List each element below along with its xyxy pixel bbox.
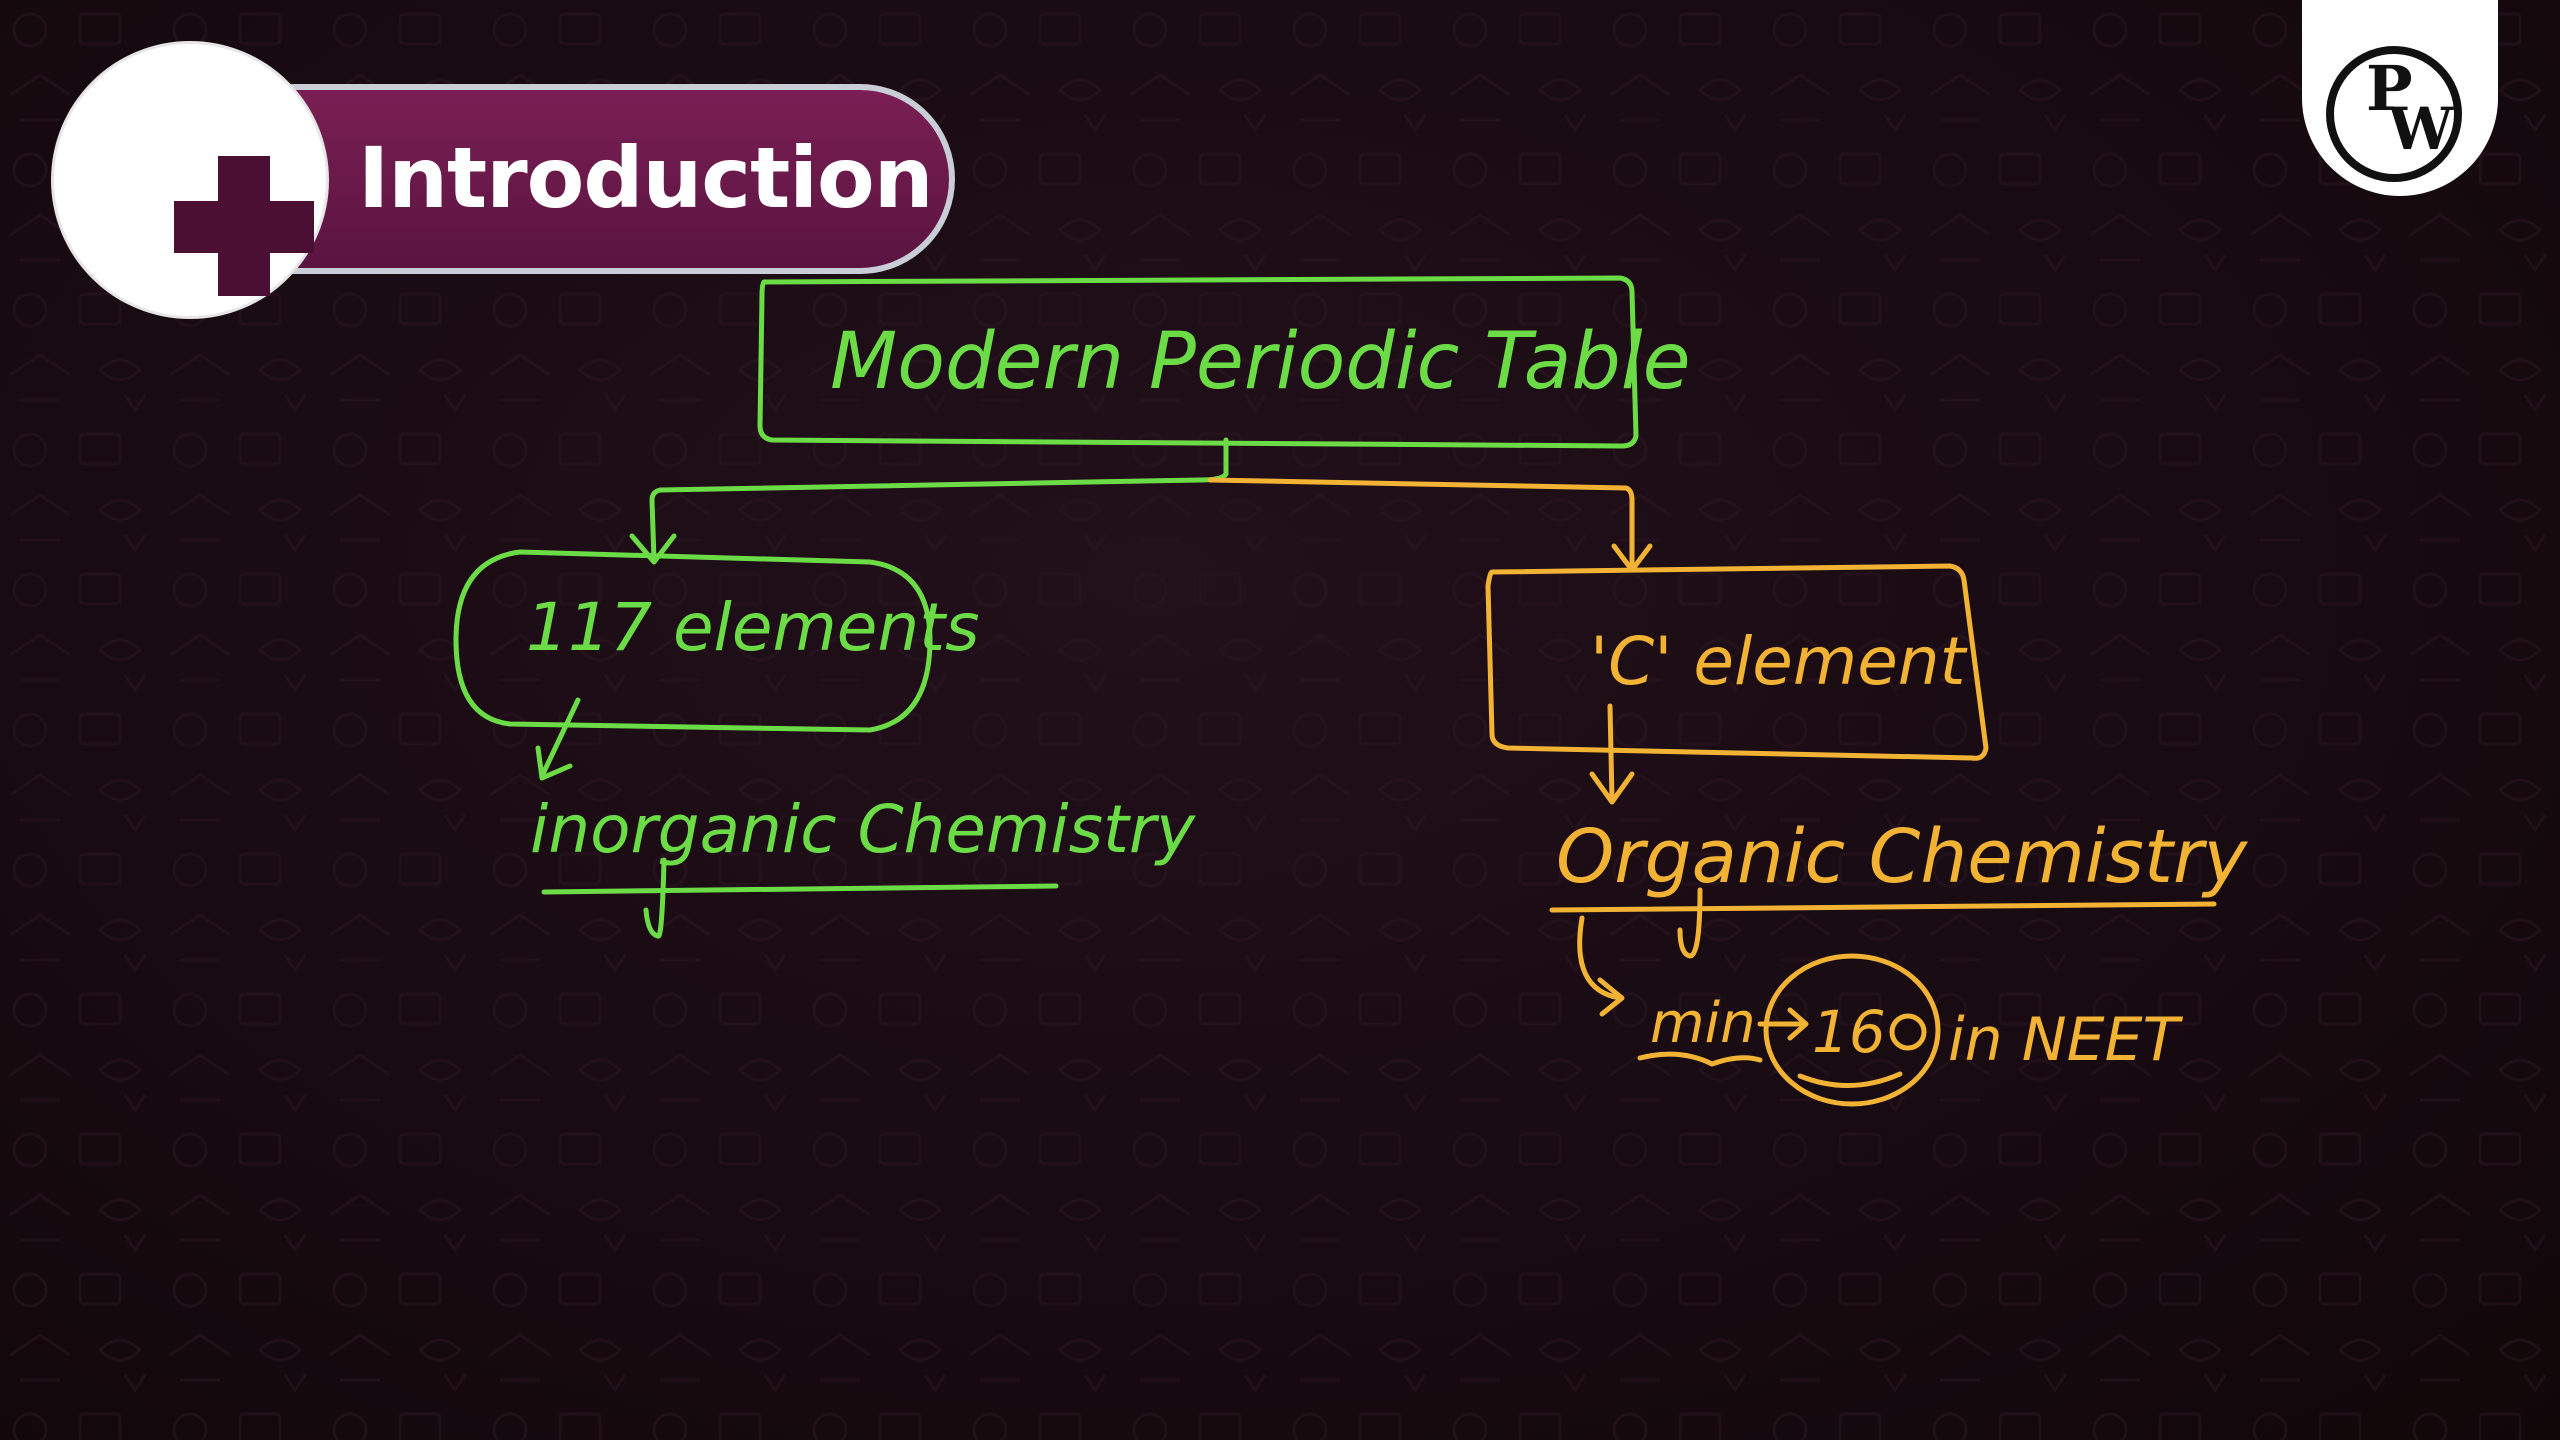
left-connector xyxy=(649,437,1229,563)
right-leaf-g-descender xyxy=(1677,887,1703,959)
left-down-arrow xyxy=(539,697,581,779)
left-down-arrowhead xyxy=(535,745,573,781)
root-box xyxy=(757,275,1639,449)
note-circle-underline xyxy=(1797,1071,1903,1089)
note-highlight-circle xyxy=(1763,953,1941,1107)
right-leaf-underline xyxy=(1549,901,2217,913)
note-suffix: in NEET xyxy=(1948,1005,2183,1075)
left-box-label: 117 elements xyxy=(526,589,980,666)
note-curved-arrowhead xyxy=(1597,977,1625,1017)
note-curved-arrow xyxy=(1577,915,1623,1001)
right-box xyxy=(1485,563,1989,761)
right-connector xyxy=(1207,477,1635,569)
note-count: 16 xyxy=(1812,998,1886,1066)
pw-logo-ring xyxy=(2326,46,2462,182)
note-min: min xyxy=(1650,991,1756,1056)
pw-logo-letter-w: W xyxy=(2388,95,2454,163)
plus-icon-badge xyxy=(54,44,326,316)
right-down-arrowhead xyxy=(1589,771,1635,805)
note-min-underline xyxy=(1637,1051,1763,1067)
right-box-label: 'C' element xyxy=(1590,623,1968,700)
right-down-arrow xyxy=(1607,703,1615,803)
plus-icon-bar xyxy=(174,201,314,253)
right-leaf-label: Organic Chemistry xyxy=(1556,814,2248,900)
note-q-circle xyxy=(1889,1013,1927,1051)
left-arrowhead xyxy=(629,533,677,565)
left-box xyxy=(453,549,933,733)
left-leaf-g-descender xyxy=(643,857,667,939)
pw-logo-letter-p: P xyxy=(2366,52,2413,125)
left-leaf-underline xyxy=(541,883,1059,895)
section-title: Introduction xyxy=(358,129,934,227)
left-leaf-label: inorganic Chemistry xyxy=(530,791,1196,868)
root-label: Modern Periodic Table xyxy=(830,317,1691,407)
